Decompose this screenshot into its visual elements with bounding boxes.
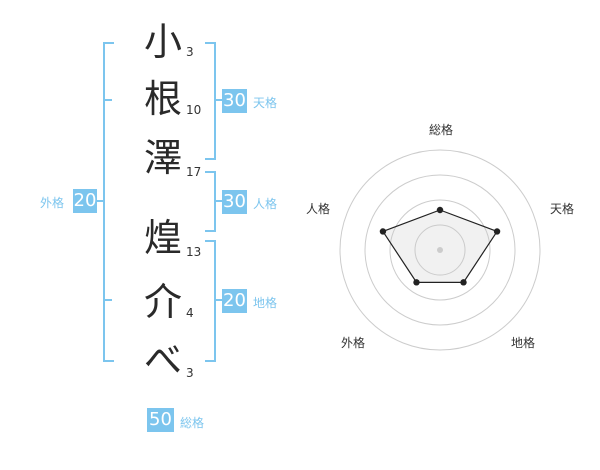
radar-point-1 — [436, 206, 444, 214]
jinkaku-score: 30 — [222, 190, 247, 214]
stroke-count-5: 4 — [186, 306, 194, 320]
name-char-5: 介 — [143, 280, 182, 324]
gaikaku-bracket — [103, 42, 114, 362]
stroke-count-2: 10 — [186, 103, 202, 117]
stroke-count-3: 17 — [186, 165, 202, 179]
soukaku-label: 総格 — [180, 416, 205, 430]
radar-grid-ring — [389, 199, 491, 301]
stroke-count-4: 13 — [186, 245, 202, 259]
radar-point-4 — [413, 279, 420, 286]
radar-grid-ring — [339, 149, 541, 351]
name-char-1: 小 — [143, 20, 182, 64]
chikaku-label: 地格 — [253, 296, 278, 310]
radar-axis-label-gaikaku: 外格 — [341, 336, 366, 350]
name-char-3: 澤 — [143, 136, 182, 180]
jinkaku-label: 人格 — [253, 197, 278, 211]
radar-value-polygon — [382, 209, 498, 283]
radar-axis-label-chikaku: 地格 — [511, 336, 536, 350]
tenkaku-bracket — [205, 42, 216, 160]
tenkaku-label: 天格 — [253, 96, 278, 110]
radar-point-3 — [460, 279, 467, 286]
jinkaku-connector — [216, 200, 222, 202]
radar-axis-label-tenkaku: 天格 — [550, 202, 575, 216]
stroke-count-6: 3 — [186, 366, 194, 380]
name-char-2: 根 — [143, 77, 182, 121]
radar-grid-ring — [364, 174, 516, 326]
gaikaku-inner-tick — [103, 299, 112, 301]
tenkaku-connector — [216, 99, 222, 101]
name-char-6: べ — [143, 338, 182, 382]
tenkaku-score: 30 — [222, 89, 247, 113]
name-char-4: 煌 — [143, 216, 182, 260]
chikaku-connector — [216, 299, 222, 301]
radar-center-dot — [437, 247, 443, 253]
radar-axis-label-jinkaku: 人格 — [306, 202, 331, 216]
gaikaku-connector — [97, 200, 105, 202]
soukaku-score: 50 — [147, 408, 174, 432]
stroke-count-1: 3 — [186, 45, 194, 59]
gaikaku-inner-tick — [103, 99, 112, 101]
gaikaku-score: 20 — [73, 189, 97, 213]
radar-point-5 — [379, 228, 387, 235]
radar-point-2 — [493, 228, 501, 235]
radar-chart — [339, 149, 541, 351]
chikaku-score: 20 — [222, 289, 247, 313]
jinkaku-bracket — [205, 171, 216, 232]
gaikaku-label: 外格 — [40, 196, 65, 210]
chikaku-bracket — [205, 240, 216, 362]
radar-grid-ring — [414, 224, 466, 276]
radar-axis-label-soukaku: 総格 — [429, 123, 454, 137]
